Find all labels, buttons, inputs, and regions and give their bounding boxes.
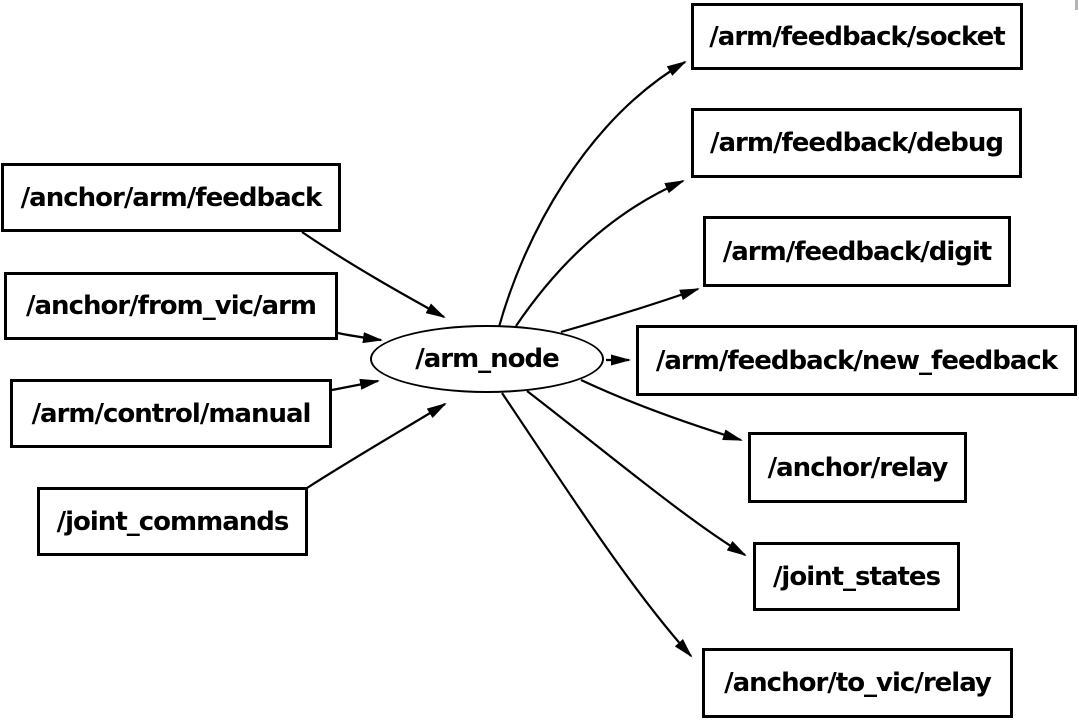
topic-label: /joint_commands xyxy=(56,506,290,537)
topic-label: /joint_states xyxy=(772,561,941,592)
edge-arm-node-to-anchor-to-vic-relay xyxy=(501,392,693,658)
topic-node-anchor-to-vic-relay: /anchor/to_vic/relay xyxy=(702,648,1013,718)
topic-label: /arm/feedback/socket xyxy=(709,21,1005,52)
topic-label: /anchor/to_vic/relay xyxy=(724,668,992,698)
topic-node-anchor-from-vic-arm: /anchor/from_vic/arm xyxy=(4,272,338,340)
topic-label: /arm/feedback/digit xyxy=(722,236,992,267)
topic-label: /anchor/arm/feedback xyxy=(20,182,323,213)
edge-arm-node-to-arm-feedback-digit xyxy=(560,287,700,334)
topic-node-arm-feedback-socket: /arm/feedback/socket xyxy=(691,3,1023,70)
edge-joint-commands-to-arm-node xyxy=(306,402,447,489)
edge-arm-node-to-arm-feedback-debug xyxy=(515,179,685,327)
topic-label: /anchor/from_vic/arm xyxy=(26,291,317,321)
edge-arm-node-to-joint-states xyxy=(526,390,747,557)
node-label: /arm_node xyxy=(415,344,560,374)
topic-label: /arm/control/manual xyxy=(31,398,312,429)
ros-node-arm-node: /arm_node xyxy=(370,325,604,393)
topic-node-arm-feedback-new-feedback: /arm/feedback/new_feedback xyxy=(636,325,1077,396)
topic-node-arm-feedback-digit: /arm/feedback/digit xyxy=(703,216,1011,287)
edge-arm-node-to-anchor-relay xyxy=(580,379,743,442)
topic-node-arm-feedback-debug: /arm/feedback/debug xyxy=(691,108,1022,178)
topic-node-joint-commands: /joint_commands xyxy=(37,487,308,556)
edge-arm-control-manual-to-arm-node xyxy=(331,378,380,392)
topic-label: /anchor/relay xyxy=(767,452,949,483)
topic-node-anchor-relay: /anchor/relay xyxy=(748,432,967,503)
topic-label: /arm/feedback/new_feedback xyxy=(655,345,1058,376)
topic-node-arm-control-manual: /arm/control/manual xyxy=(10,379,332,448)
screen-edge-artifact xyxy=(1075,0,1078,10)
topic-label: /arm/feedback/debug xyxy=(710,128,1004,158)
edge-anchor-from-vic-arm-to-arm-node xyxy=(337,331,383,344)
topic-node-anchor-arm-feedback: /anchor/arm/feedback xyxy=(1,163,341,232)
edge-arm-node-to-arm-feedback-socket xyxy=(497,60,687,328)
edge-anchor-arm-feedback-to-arm-node xyxy=(301,231,446,318)
topic-node-joint-states: /joint_states xyxy=(753,542,960,611)
